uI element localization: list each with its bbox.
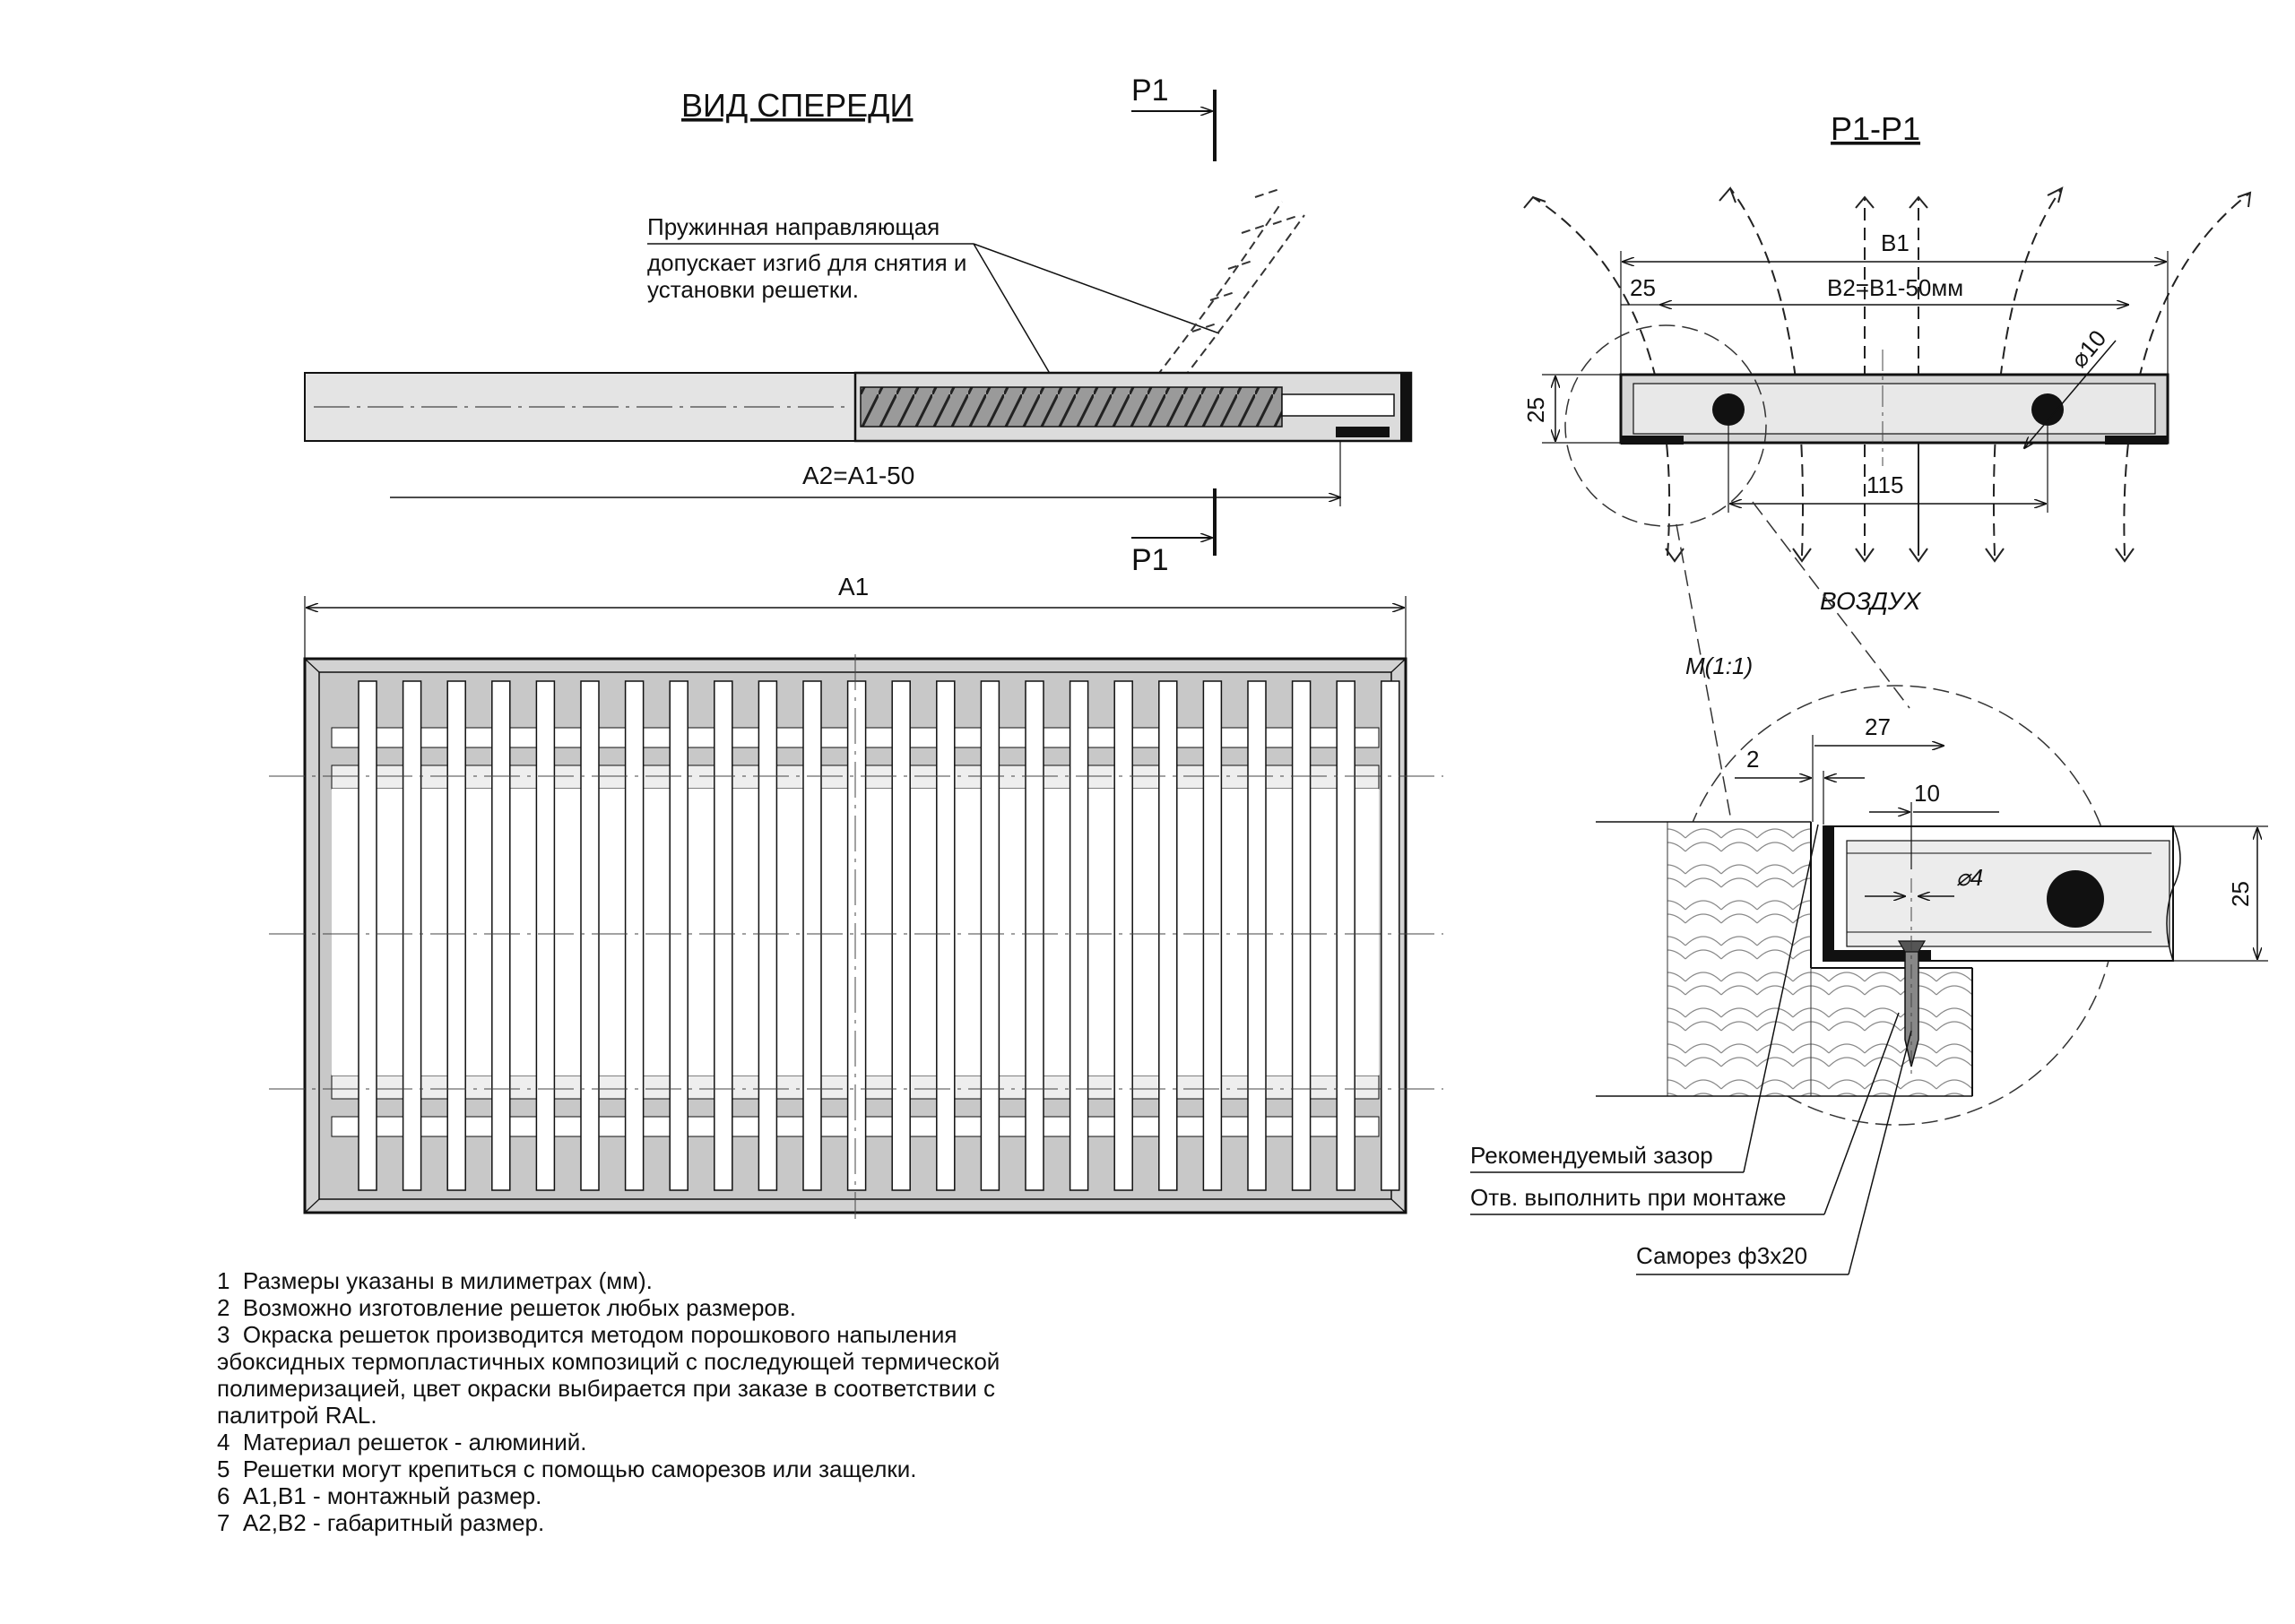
spring-guide-callout: Пружинная направляющая допускает изгиб д…	[647, 213, 1220, 388]
grille-slat	[669, 680, 688, 1191]
notes-list: 1 Размеры указаны в милиметрах (мм). 2 В…	[217, 1267, 1131, 1536]
dim-height-25: 25	[1522, 374, 1621, 444]
grille-slat	[802, 680, 822, 1191]
svg-text:⌀4: ⌀4	[1956, 864, 1983, 891]
grille-slat	[891, 680, 911, 1191]
svg-text:⌀10: ⌀10	[2066, 324, 2112, 372]
dim-27: 27	[1812, 713, 1944, 822]
grille-slat	[402, 680, 422, 1191]
svg-text:25: 25	[1630, 274, 1656, 301]
note-item: 3 Окраска решеток производится методом п…	[217, 1321, 1000, 1429]
dim-phi4: ⌀4	[1865, 864, 1983, 896]
section-view-title: Р1-Р1	[1831, 110, 1920, 147]
grille-slat	[714, 680, 733, 1191]
svg-text:установки решетки.: установки решетки.	[647, 276, 859, 303]
svg-text:А2=А1-50: А2=А1-50	[802, 462, 914, 489]
grille-slat	[936, 680, 956, 1191]
dim-a1: А1	[304, 573, 1407, 661]
svg-text:2: 2	[1746, 746, 1759, 773]
spring-guide-section	[853, 371, 1413, 443]
grille-slat	[535, 680, 556, 1191]
svg-text:10: 10	[1914, 780, 1940, 807]
dim-b1: В1	[1620, 229, 2169, 376]
label-gap: Рекомендуемый зазор	[1470, 824, 1819, 1173]
bent-spring-phantom	[1156, 187, 1305, 391]
section-mark-bottom: Р1	[1131, 488, 1217, 577]
wood-substrate-left	[1667, 821, 1812, 1097]
section-view: Р1-Р1	[1522, 110, 2252, 816]
grille-cross-section	[1619, 350, 2169, 466]
detail-view: М(1:1) 27	[1470, 652, 2268, 1275]
grille-slat	[846, 680, 867, 1191]
grille-slat	[1381, 680, 1400, 1191]
grille-slat	[1025, 680, 1044, 1191]
grille-profile-detail	[1823, 825, 2181, 962]
grille-slat	[1158, 680, 1178, 1191]
grille-slat	[1069, 680, 1089, 1191]
svg-text:25: 25	[2227, 881, 2254, 907]
grille-slat	[1202, 680, 1223, 1191]
note-item: 1 Размеры указаны в милиметрах (мм).	[217, 1267, 653, 1294]
note-item: 2 Возможно изготовление решеток любых ра…	[217, 1294, 796, 1321]
svg-text:115: 115	[1866, 471, 1903, 498]
dim-2: 2	[1735, 746, 1865, 825]
dim-115: 115	[1728, 426, 2048, 513]
grille-slat	[1113, 680, 1133, 1191]
svg-text:Р1: Р1	[1131, 73, 1169, 108]
detail-callout-circle	[1564, 324, 1767, 527]
svg-text:Пружинная направляющая: Пружинная направляющая	[647, 213, 940, 240]
grille-slat	[580, 680, 600, 1191]
grille-slat	[624, 680, 645, 1191]
dim-10: 10	[1869, 780, 1999, 869]
grille-front	[269, 654, 1443, 1219]
dim-a2: А2=А1-50	[390, 441, 1340, 506]
front-view-title: ВИД СПЕРЕДИ	[681, 87, 913, 124]
label-screw: Саморез ф3х20	[1636, 1030, 1912, 1275]
grille-slat	[1291, 680, 1312, 1191]
svg-text:В1: В1	[1881, 229, 1910, 256]
svg-text:27: 27	[1865, 713, 1891, 740]
detail-scale-label: М(1:1)	[1685, 652, 1753, 679]
air-label: ВОЗДУХ	[1820, 587, 1922, 615]
note-item: 4 Материал решеток - алюминий.	[217, 1429, 587, 1456]
svg-text:25: 25	[1522, 397, 1549, 423]
svg-text:Отв. выполнить при монтаже: Отв. выполнить при монтаже	[1470, 1184, 1787, 1211]
grille-slat	[1247, 680, 1267, 1191]
section-mark-top: Р1	[1131, 73, 1217, 161]
svg-text:Р1: Р1	[1131, 543, 1169, 577]
grille-slat	[758, 680, 778, 1191]
note-item: 7 А2,В2 - габаритный размер.	[217, 1509, 545, 1536]
grille-slat	[491, 680, 511, 1191]
note-item: 6 А1,В1 - монтажный размер.	[217, 1482, 542, 1509]
grille-slat	[980, 680, 1000, 1191]
svg-text:Рекомендуемый зазор: Рекомендуемый зазор	[1470, 1142, 1713, 1169]
dim-25-detail: 25	[2173, 825, 2268, 962]
svg-text:В2=В1-50мм: В2=В1-50мм	[1827, 274, 1963, 301]
airflow-arrowheads	[1523, 186, 2252, 563]
label-hole: Отв. выполнить при монтаже	[1470, 1012, 1900, 1215]
screw	[1897, 878, 1927, 1075]
dim-b2: В2=В1-50мм 25	[1621, 274, 2128, 305]
svg-text:допускает изгиб для снятия и: допускает изгиб для снятия и	[647, 249, 966, 276]
grille-slat	[1336, 680, 1355, 1191]
svg-text:Саморез ф3х20: Саморез ф3х20	[1636, 1242, 1807, 1269]
note-item: 5 Решетки могут крепиться с помощью само…	[217, 1456, 917, 1482]
grille-slat	[446, 680, 466, 1191]
svg-text:А1: А1	[838, 573, 869, 600]
front-view: ВИД СПЕРЕДИ Р1 Пружинная направляющая до…	[269, 73, 1443, 1219]
grille-slat	[358, 680, 377, 1191]
